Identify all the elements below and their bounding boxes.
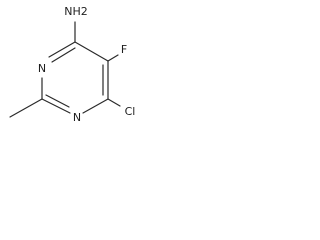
bond-n3-c4 <box>48 41 76 58</box>
bond-c4-c5 <box>74 41 109 62</box>
bond-n1-c2 <box>41 98 71 114</box>
atom-label-ring-nitrogen-bottom: N <box>73 111 81 124</box>
atom-label-amine: NH2 <box>64 5 88 18</box>
atom-label-chlorine: Cl <box>125 105 136 118</box>
structure-drawing: NH2 F Cl N N <box>9 5 136 124</box>
bond-n3-c4-double <box>51 47 76 63</box>
bond-c2-methyl <box>9 98 43 118</box>
bond-c5-f <box>107 54 119 62</box>
atom-label-ring-nitrogen-top: N <box>38 62 46 75</box>
bond-c6-n1 <box>82 98 109 114</box>
molecule-diagram: NH2 F Cl N N <box>0 0 154 138</box>
atom-label-fluorine: F <box>121 43 127 56</box>
bond-n1-c2-double <box>45 94 70 108</box>
bond-c6-cl <box>107 98 121 107</box>
